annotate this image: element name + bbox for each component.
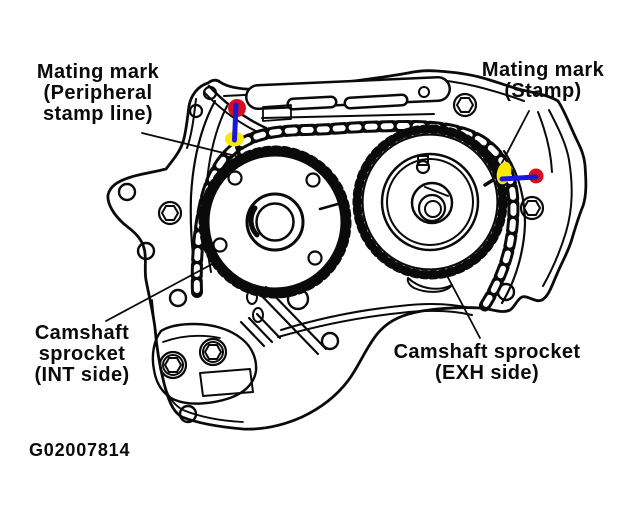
bolt-hole <box>117 182 137 202</box>
sprocket-body <box>361 133 499 271</box>
label-camshaft-sprocket-exh: Camshaft sprocket (EXH side) <box>372 342 602 384</box>
sprocket-disc <box>206 153 344 291</box>
label-line: (INT side) <box>34 364 130 386</box>
blue-pointer-icon <box>232 102 239 143</box>
label-line: (Stamp) <box>504 80 582 102</box>
tensioner-assembly <box>151 285 328 405</box>
mating-mark-right-indicator <box>496 161 544 185</box>
hex-bolt <box>204 344 222 360</box>
figure-code: G02007814 <box>29 440 131 460</box>
bolt-hole <box>136 241 156 261</box>
bolt-hole <box>178 404 198 424</box>
camshaft-sprocket-exh <box>352 124 508 280</box>
bolt-hole <box>320 331 340 351</box>
hex-bolt <box>164 357 182 373</box>
label-line: (EXH side) <box>434 362 540 384</box>
blue-pointer-icon <box>499 174 539 182</box>
lower-guide-shoe <box>406 277 453 293</box>
sprocket-teeth <box>352 124 508 280</box>
camshaft-sprocket-int <box>198 145 352 299</box>
sprocket-hub <box>410 181 454 225</box>
sprocket-hub <box>245 192 305 252</box>
chain-guide-top <box>245 76 451 122</box>
label-camshaft-sprocket-int: Camshaft sprocket (INT side) <box>8 323 156 386</box>
label-mating-mark-stamp: Mating mark (Stamp) <box>459 60 627 102</box>
leader-mating-left <box>141 132 237 157</box>
peripheral-stamp-line-mark <box>318 200 347 211</box>
label-line: sprocket <box>38 343 126 365</box>
leader-exh <box>442 267 481 339</box>
label-line: Camshaft sprocket <box>393 341 581 363</box>
hex-bolt <box>161 205 179 221</box>
bolt-hole <box>202 85 218 101</box>
cover-bolt-holes <box>117 85 516 424</box>
hex-bolt <box>456 97 474 113</box>
bolt-hole <box>188 103 204 119</box>
label-line: Mating mark <box>36 61 160 83</box>
bolt-hole <box>168 288 188 308</box>
label-line: (Peripheral <box>43 82 153 104</box>
hex-bolt <box>523 200 541 216</box>
label-line: Mating mark <box>481 59 605 81</box>
label-line: Camshaft <box>34 322 130 344</box>
sprocket-teeth <box>198 145 352 299</box>
mating-mark-left-indicator <box>225 99 246 147</box>
label-mating-mark-peripheral: Mating mark (Peripheral stamp line) <box>14 62 182 125</box>
leader-int <box>105 261 217 322</box>
label-line: stamp line) <box>43 103 153 125</box>
